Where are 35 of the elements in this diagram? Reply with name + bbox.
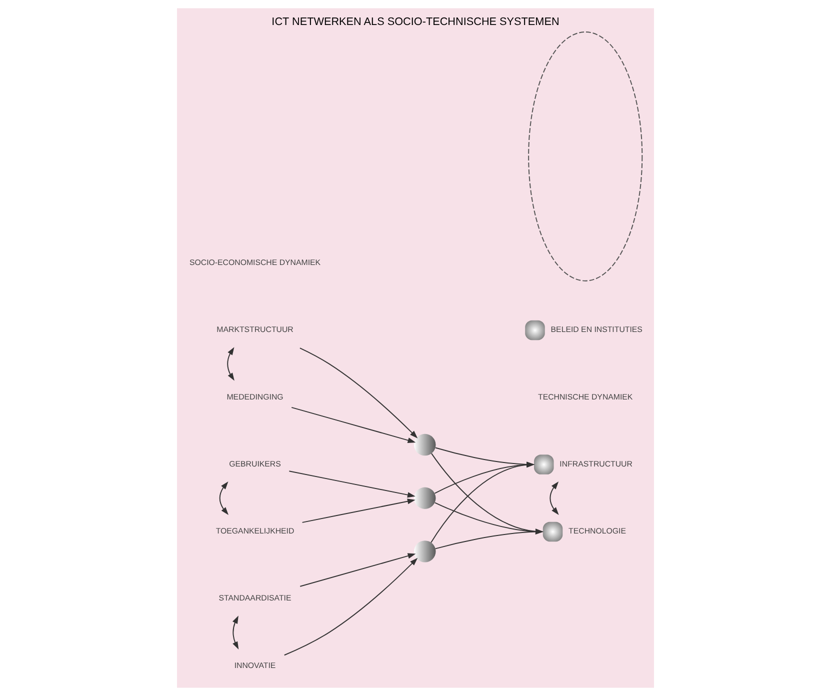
node-circle bbox=[414, 434, 436, 456]
diagram-title: ICT NETWERKEN ALS SOCIO-TECHNISCHE SYSTEMEN bbox=[272, 16, 560, 28]
node-circle bbox=[414, 487, 436, 509]
arrow bbox=[435, 447, 535, 468]
label: SOCIO-ECONOMISCHE DYNAMIEK bbox=[189, 258, 321, 267]
arrow bbox=[284, 558, 418, 656]
arrow bbox=[232, 616, 239, 650]
node-circle bbox=[534, 454, 554, 474]
node-text: STANDAARDISATIE bbox=[218, 594, 292, 603]
arrow bbox=[291, 406, 416, 443]
node-label: TECHNOLOGIE bbox=[568, 526, 626, 536]
node-ellipse bbox=[528, 31, 643, 282]
node-text: GEBRUIKERS bbox=[229, 459, 281, 468]
node-circle bbox=[414, 540, 436, 562]
node-label: BELEID EN INSTITUTIES bbox=[550, 325, 642, 334]
node-label: INFRASTRUCTUUR bbox=[560, 459, 632, 468]
node-text: MEDEDINGING bbox=[226, 392, 284, 402]
arrow bbox=[550, 481, 559, 515]
arrow bbox=[434, 502, 544, 534]
node-circle bbox=[525, 320, 545, 340]
arrow bbox=[288, 470, 416, 498]
arrow bbox=[299, 348, 418, 438]
arrow bbox=[430, 462, 535, 543]
node-text: MARKTSTRUCTUUR bbox=[216, 325, 294, 334]
node-text: INNOVATIE bbox=[234, 660, 276, 670]
arrow bbox=[219, 481, 229, 515]
arrow bbox=[227, 347, 234, 381]
arrow bbox=[302, 498, 416, 523]
arrow bbox=[431, 452, 544, 534]
node-text: TOEGANKELIJKHEID bbox=[216, 526, 294, 536]
label: TECHNISCHE DYNAMIEK bbox=[538, 392, 633, 402]
arrow bbox=[434, 529, 544, 550]
node-circle bbox=[542, 522, 563, 542]
arrow bbox=[434, 462, 535, 494]
arrow bbox=[300, 553, 416, 587]
